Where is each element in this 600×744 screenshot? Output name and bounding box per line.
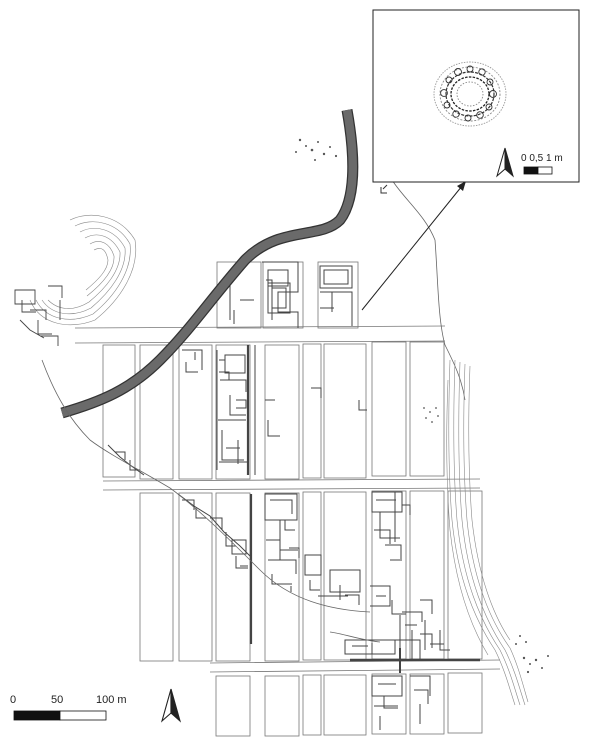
scale-label-50: 50 xyxy=(51,694,63,706)
inset-pointer xyxy=(361,181,466,311)
hill-contours xyxy=(29,214,137,326)
small-marker xyxy=(380,184,388,194)
hill-structures xyxy=(14,285,63,346)
inset-scale-label: 0 0,5 1 m xyxy=(521,153,563,164)
north-arrow-icon xyxy=(160,688,182,723)
scattered-remains xyxy=(295,138,549,674)
contour-lines xyxy=(446,359,529,706)
insula-grid xyxy=(74,261,501,737)
scale-label-100m: 100 m xyxy=(96,694,127,706)
stone-ring xyxy=(433,61,507,127)
excavated-structures xyxy=(107,261,480,730)
north-arrow-icon xyxy=(496,147,514,178)
scale-label-0: 0 xyxy=(10,694,16,706)
scale-bar: 0 50 100 m xyxy=(10,694,127,721)
inset-scale-bar: 0 0,5 1 m xyxy=(521,153,563,175)
canal xyxy=(60,109,359,419)
inset-frame: 0 0,5 1 m xyxy=(372,9,580,183)
site-boundary xyxy=(41,179,466,643)
